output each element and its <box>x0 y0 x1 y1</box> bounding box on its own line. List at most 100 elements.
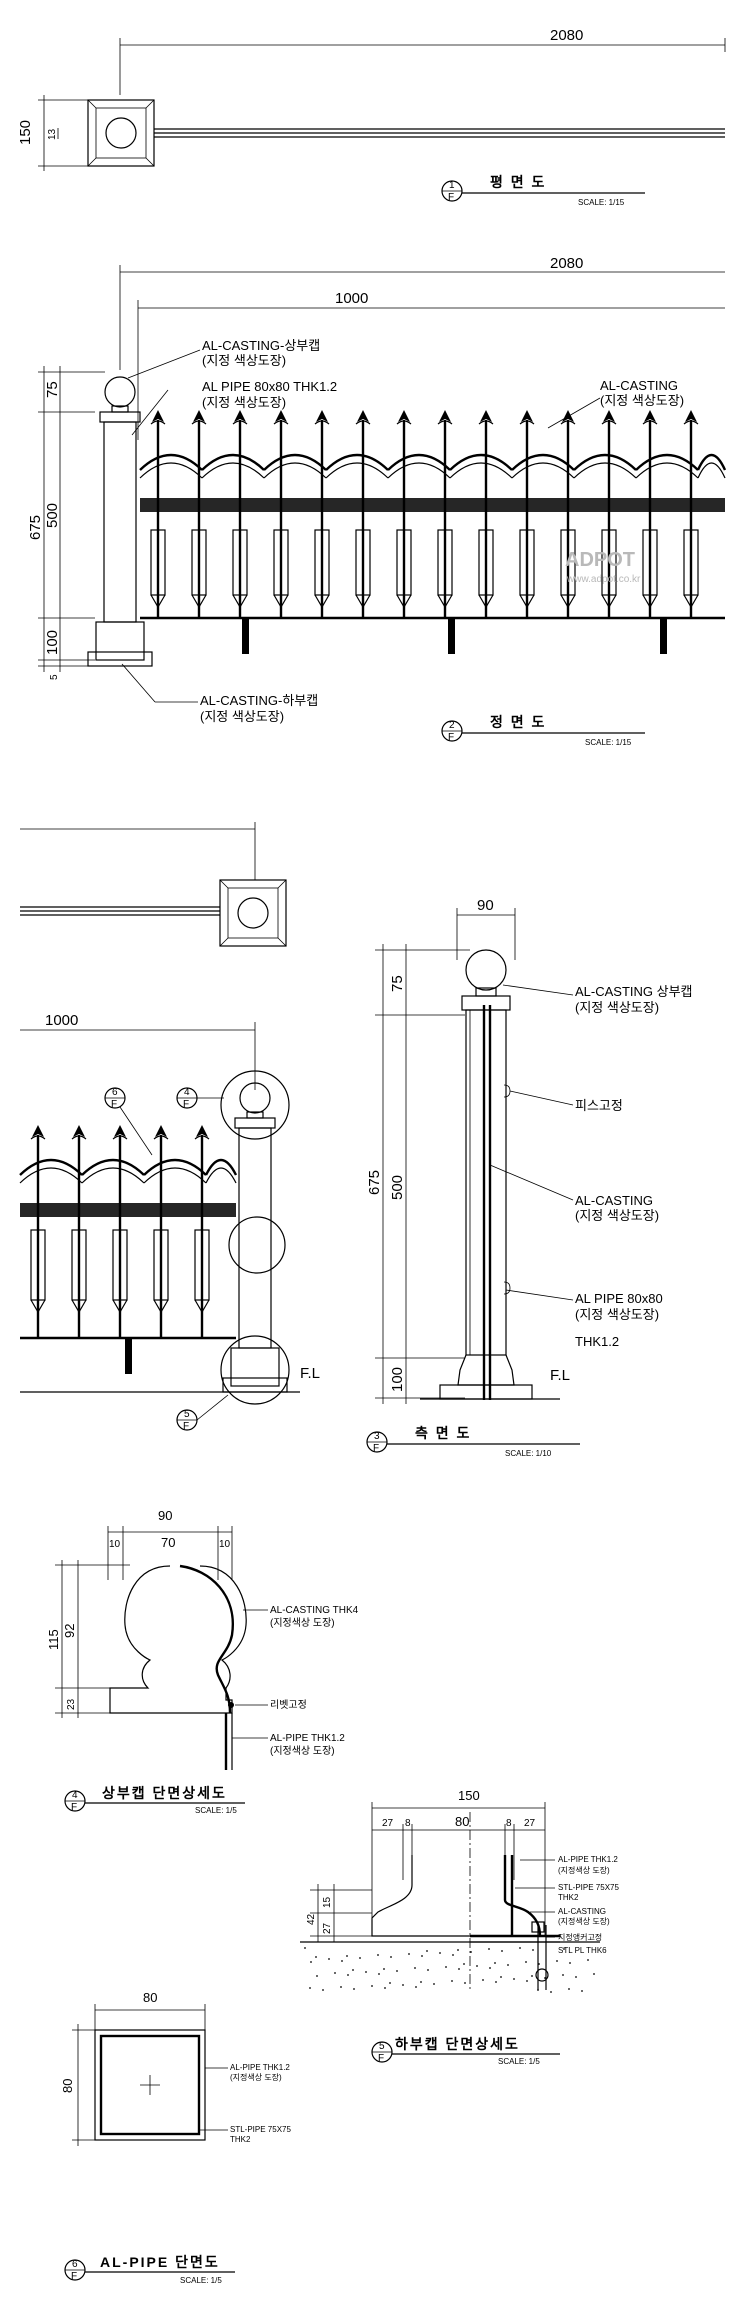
fence-picket-point <box>396 594 412 609</box>
fence-scroll-band <box>20 1203 236 1217</box>
d4-title-ref: F <box>71 1802 77 1813</box>
fence-finial-curl <box>71 1135 87 1140</box>
fence-picket-point <box>519 594 535 609</box>
side-label-screw: 피스고정 <box>575 1098 623 1113</box>
ground-dot <box>569 1962 571 1964</box>
ground-dot <box>309 1987 311 1989</box>
fence-picket-panel <box>112 1229 128 1301</box>
side-label-pipe: AL PIPE 80x80 <box>575 1291 663 1306</box>
callout-6-ref: F <box>111 1099 117 1110</box>
fence-picket-panel <box>191 529 207 596</box>
ground-dot <box>365 1971 367 1973</box>
ground-dot <box>587 1959 589 1961</box>
d5-label-casting: AL-CASTING <box>558 1907 606 1916</box>
d6-title-ref: F <box>71 2271 77 2282</box>
ground-dot <box>494 1962 496 1964</box>
watermark-brand: ADPOT <box>565 549 635 571</box>
ground-dot <box>396 1970 398 1972</box>
callout-5-no: 5 <box>184 1409 190 1420</box>
ground-dot <box>304 1947 306 1949</box>
plan-dim-inner: 13 <box>47 128 58 140</box>
side-fl: F.L <box>550 1367 570 1384</box>
fence-finial <box>234 410 246 422</box>
ground-dot <box>537 1989 539 1991</box>
fence-picket-panel <box>153 1229 169 1301</box>
ground-dot <box>414 1967 416 1969</box>
fence-picket-point <box>194 1299 210 1314</box>
fence-finial-curl <box>355 420 371 425</box>
callout-5-ref: F <box>183 1421 189 1432</box>
detail-bottom-cap: 150 27 8 80 8 27 42 27 15 AL-PIPE T <box>300 1788 619 2066</box>
d4-label-pipe-sub: (지정색상 도장) <box>270 1745 335 1757</box>
fence-picket-panel <box>683 529 699 596</box>
fence-finial <box>155 1125 167 1137</box>
ground-dot <box>389 1982 391 1984</box>
d6-dim-80w: 80 <box>143 1990 157 2005</box>
fence-picket-panel <box>150 529 166 596</box>
elev-dim-total: 2080 <box>550 255 583 272</box>
elev-dim-500: 500 <box>44 503 61 528</box>
fence-finial <box>114 1125 126 1137</box>
mid-fl: F.L <box>300 1365 320 1382</box>
d5-title-no: 5 <box>379 2041 385 2052</box>
d4-dim-23: 23 <box>66 1698 77 1710</box>
ground-dot <box>371 1985 373 1987</box>
fence-picket-point <box>437 594 453 609</box>
ground-dot <box>495 1981 497 1983</box>
elev-label-bottom-cap: AL-CASTING-하부캡 <box>200 693 318 708</box>
d5-label-stl: STL-PIPE 75X75 <box>558 1883 619 1892</box>
fence-scroll-band <box>140 498 725 512</box>
fence-picket-panel <box>355 529 371 596</box>
callout-6-no: 6 <box>112 1087 118 1098</box>
fence-picket-point <box>314 594 330 609</box>
ground-dot <box>420 1981 422 1983</box>
ground-dot <box>489 1967 491 1969</box>
side-title-ref: F <box>373 1443 379 1454</box>
elev-title-no: 2 <box>449 720 455 731</box>
side-label-top-cap-sub: (지정 색상도장) <box>575 1000 659 1015</box>
ground-dot <box>402 1984 404 1986</box>
ground-dot <box>525 1961 527 1963</box>
ground-dot <box>463 1963 465 1965</box>
fence-picket-panel <box>30 1229 46 1301</box>
ground-dot <box>500 1976 502 1978</box>
d4-dim-90: 90 <box>158 1508 172 1523</box>
fence-finial-curl <box>396 420 412 425</box>
ground-dot <box>384 1987 386 1989</box>
fence-picket-point <box>642 594 658 609</box>
callout-4-no: 4 <box>184 1087 190 1098</box>
fence-picket-panel <box>642 529 658 596</box>
ground-dot <box>526 1980 528 1982</box>
ground-dot <box>347 1974 349 1976</box>
d5-dim-80: 80 <box>455 1814 469 1829</box>
fence-picket-point <box>153 1299 169 1314</box>
fence-finial-curl <box>560 420 576 425</box>
ground-dot <box>334 1972 336 1974</box>
ground-dot <box>464 1982 466 1984</box>
fence-picket-panel <box>560 529 576 596</box>
elev-label-bottom-cap-sub: (지정 색상도장) <box>200 709 284 724</box>
ground-dot <box>581 1990 583 1992</box>
d5-dim-8a: 8 <box>405 1818 411 1829</box>
fence-finial-curl <box>194 1135 210 1140</box>
elev-label-casting: AL-CASTING <box>600 378 678 393</box>
fence-finial-curl <box>601 420 617 425</box>
ground-dot <box>378 1973 380 1975</box>
d5-title: 하부캡 단면상세도 <box>395 2036 520 2052</box>
fence-finial <box>644 410 656 422</box>
plan-title: 평 면 도 <box>490 174 546 190</box>
d4-dim-115: 115 <box>46 1629 61 1650</box>
ground-dot <box>433 1983 435 1985</box>
ground-dot <box>352 1969 354 1971</box>
fence-picket-point <box>601 594 617 609</box>
fence-finial <box>152 410 164 422</box>
fence-finial <box>603 410 615 422</box>
fence-picket-panel <box>314 529 330 596</box>
fence-picket-panel <box>478 529 494 596</box>
fence-picket-point <box>150 594 166 609</box>
d5-dim-15: 15 <box>322 1896 333 1908</box>
ground-dot <box>458 1968 460 1970</box>
d5-label-pipe: AL-PIPE THK1.2 <box>558 1855 618 1864</box>
fence-panel <box>139 410 727 654</box>
elev-label-top-cap-sub: (지정 색상도장) <box>202 353 286 368</box>
